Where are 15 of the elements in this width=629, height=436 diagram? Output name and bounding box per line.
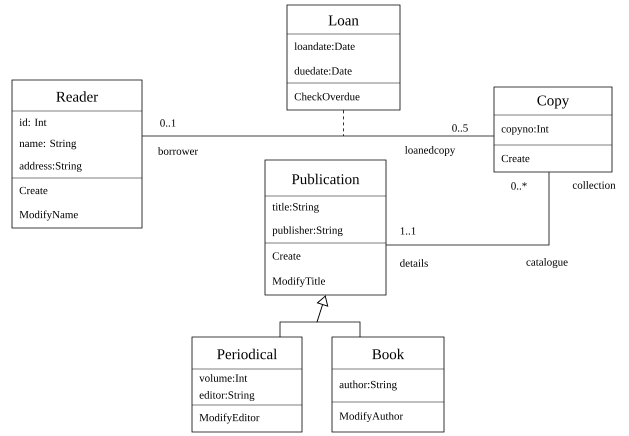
role-label: 0..1 (160, 119, 176, 127)
role-label: 1..1 (400, 227, 416, 235)
class-box: Periodical volume:Int editor:String ModifyEditor (192, 336, 302, 432)
class-box: Loan loandate:Date duedate:Date CheckOverdue (286, 4, 400, 110)
class-box: Reader id: Int name: String address:String Create ModifyName (12, 80, 142, 228)
dashed-line (343, 110, 344, 136)
role-label: 0..* (511, 182, 527, 190)
role-label: 0..5 (452, 124, 468, 132)
role-label: borrower (158, 147, 198, 155)
role-label: details (400, 259, 428, 267)
class-box: Publication title:String publisher:String Create ModifyTitle (264, 160, 386, 296)
role-label: catalogue (526, 258, 568, 268)
role-label: loanedcopy (404, 146, 456, 156)
class-box: Book author:String ModifyAuthor (332, 336, 444, 432)
association-line (386, 172, 550, 246)
